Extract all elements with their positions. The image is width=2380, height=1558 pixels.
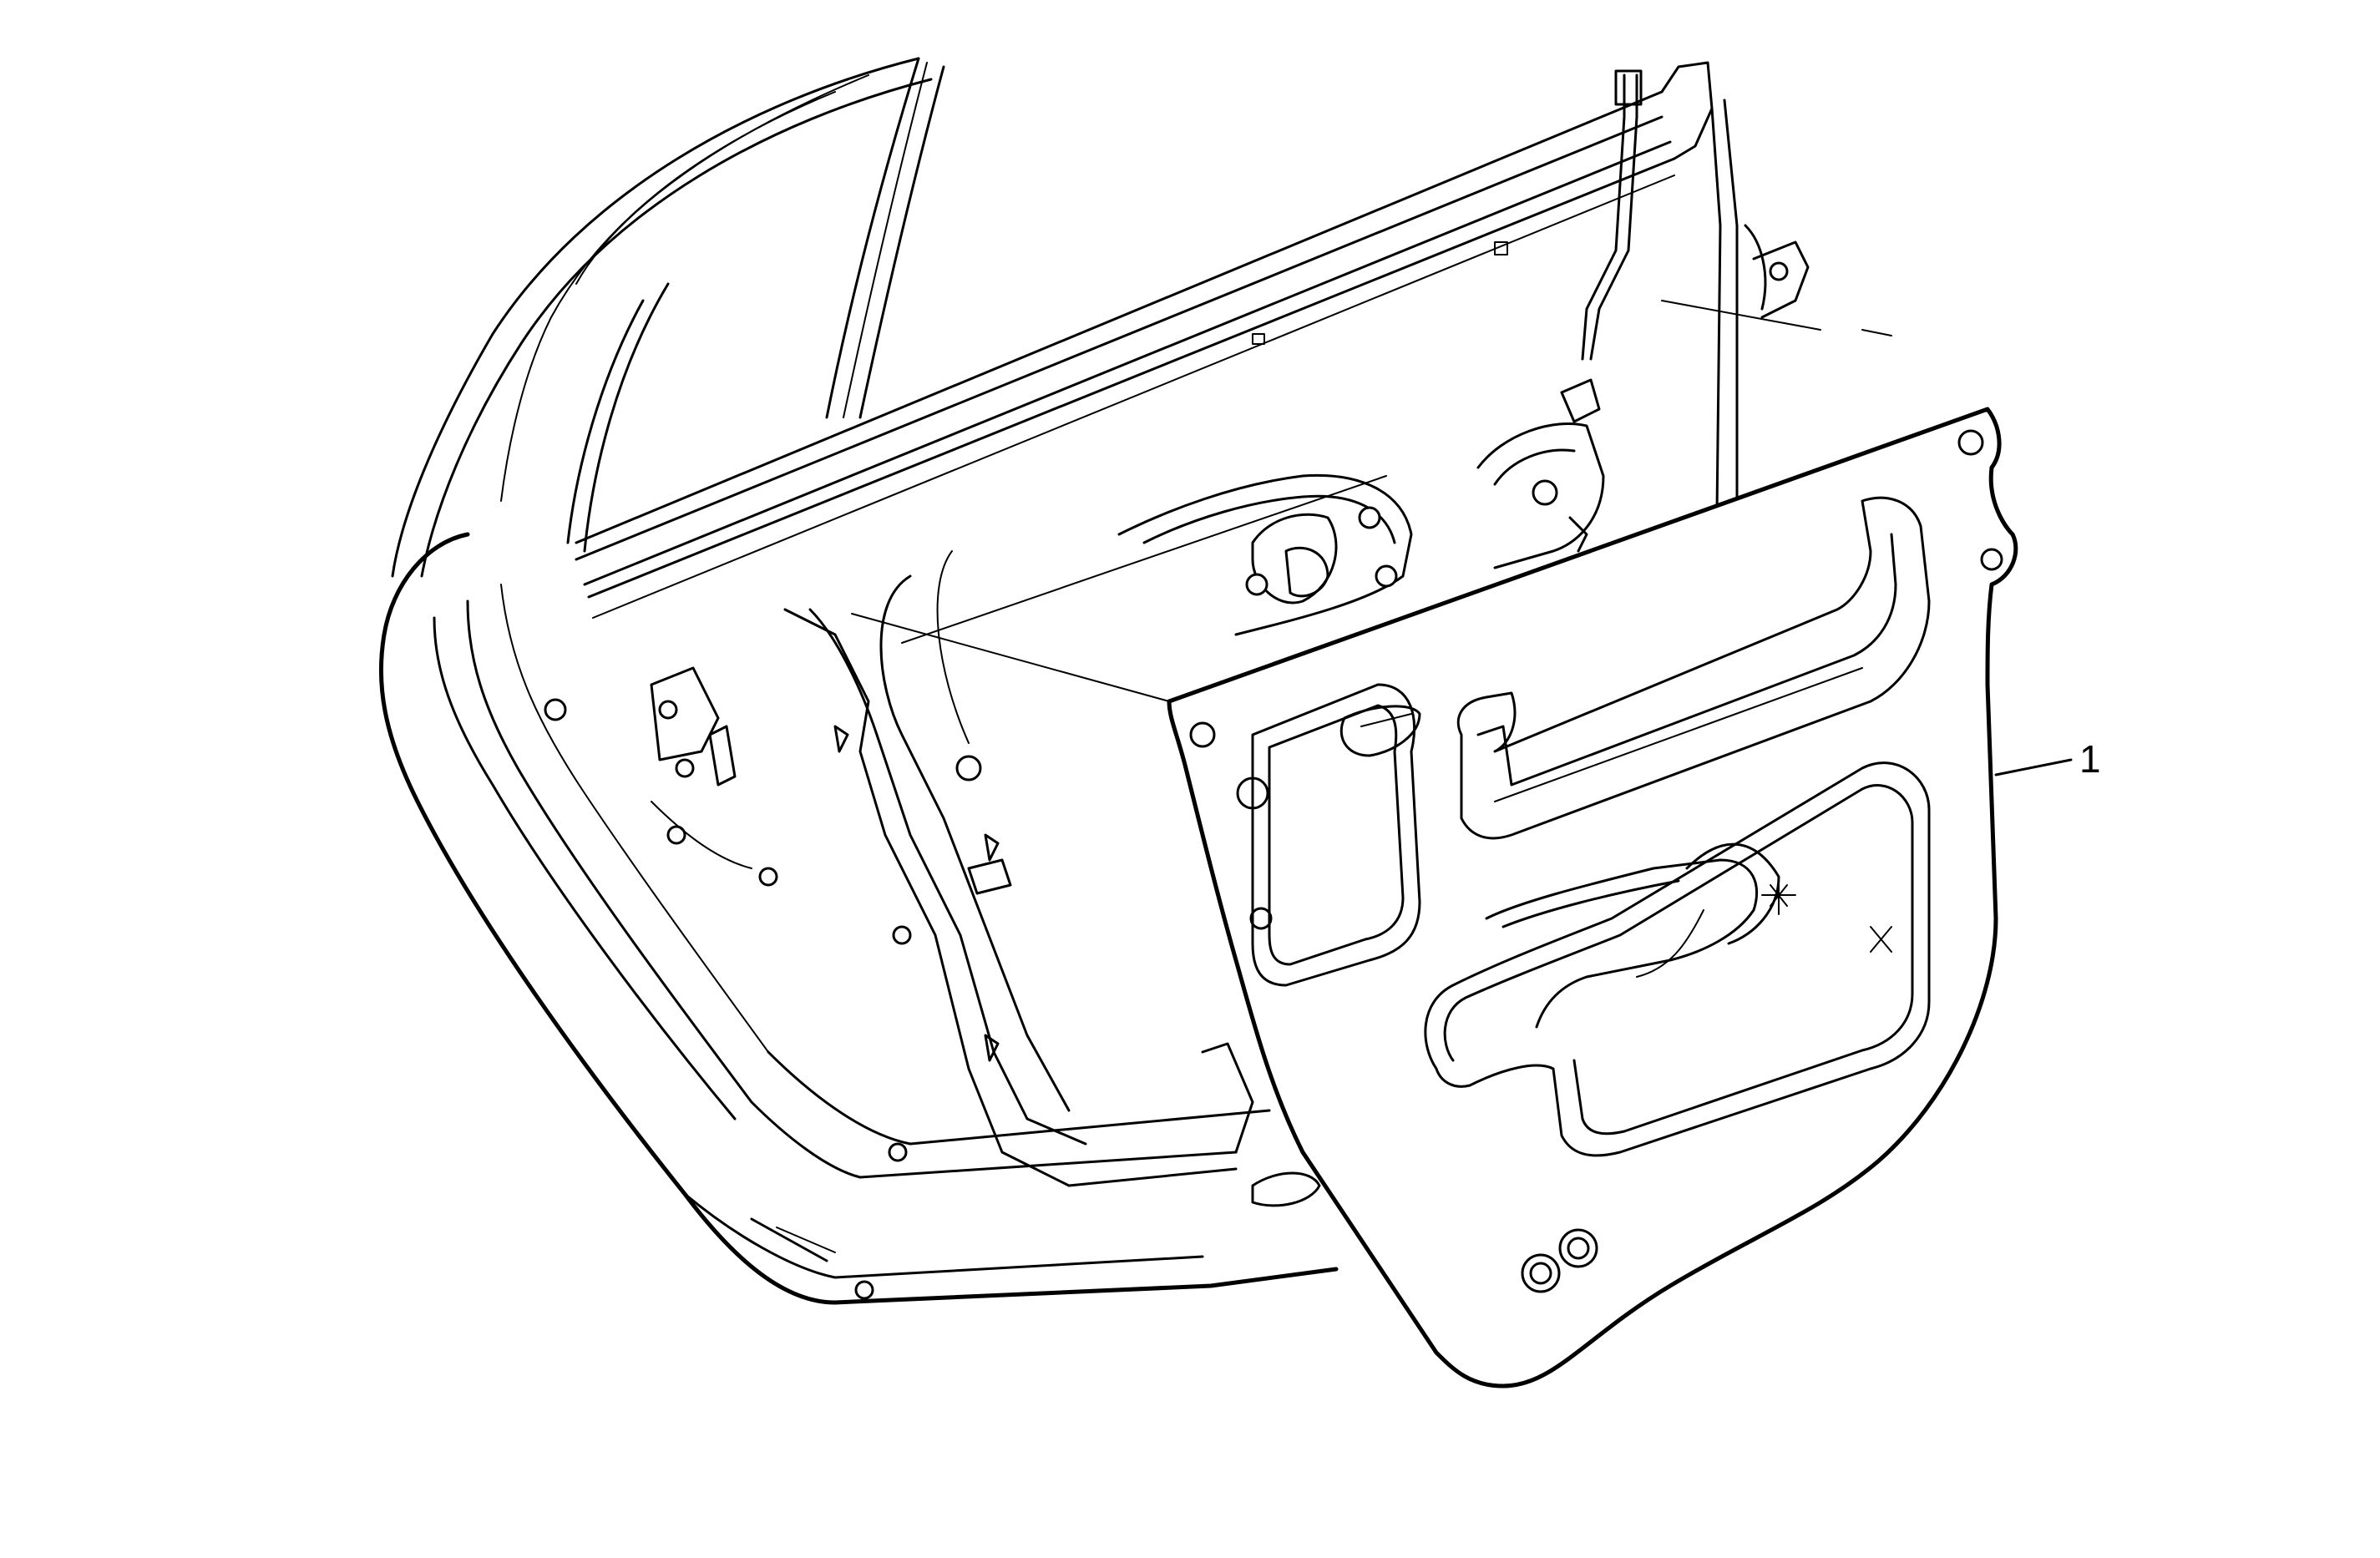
door-trim-panel: [1167, 407, 2018, 1389]
door-shell: [378, 57, 1810, 1305]
callout-1: 1: [1994, 737, 2101, 781]
callout-leader-line: [1994, 758, 2073, 776]
callout-label: 1: [2079, 737, 2101, 781]
switch-marker-icon: [1761, 876, 1796, 915]
explode-guide-lines: [851, 300, 1892, 702]
cross-marker-icon: [1870, 926, 1892, 953]
